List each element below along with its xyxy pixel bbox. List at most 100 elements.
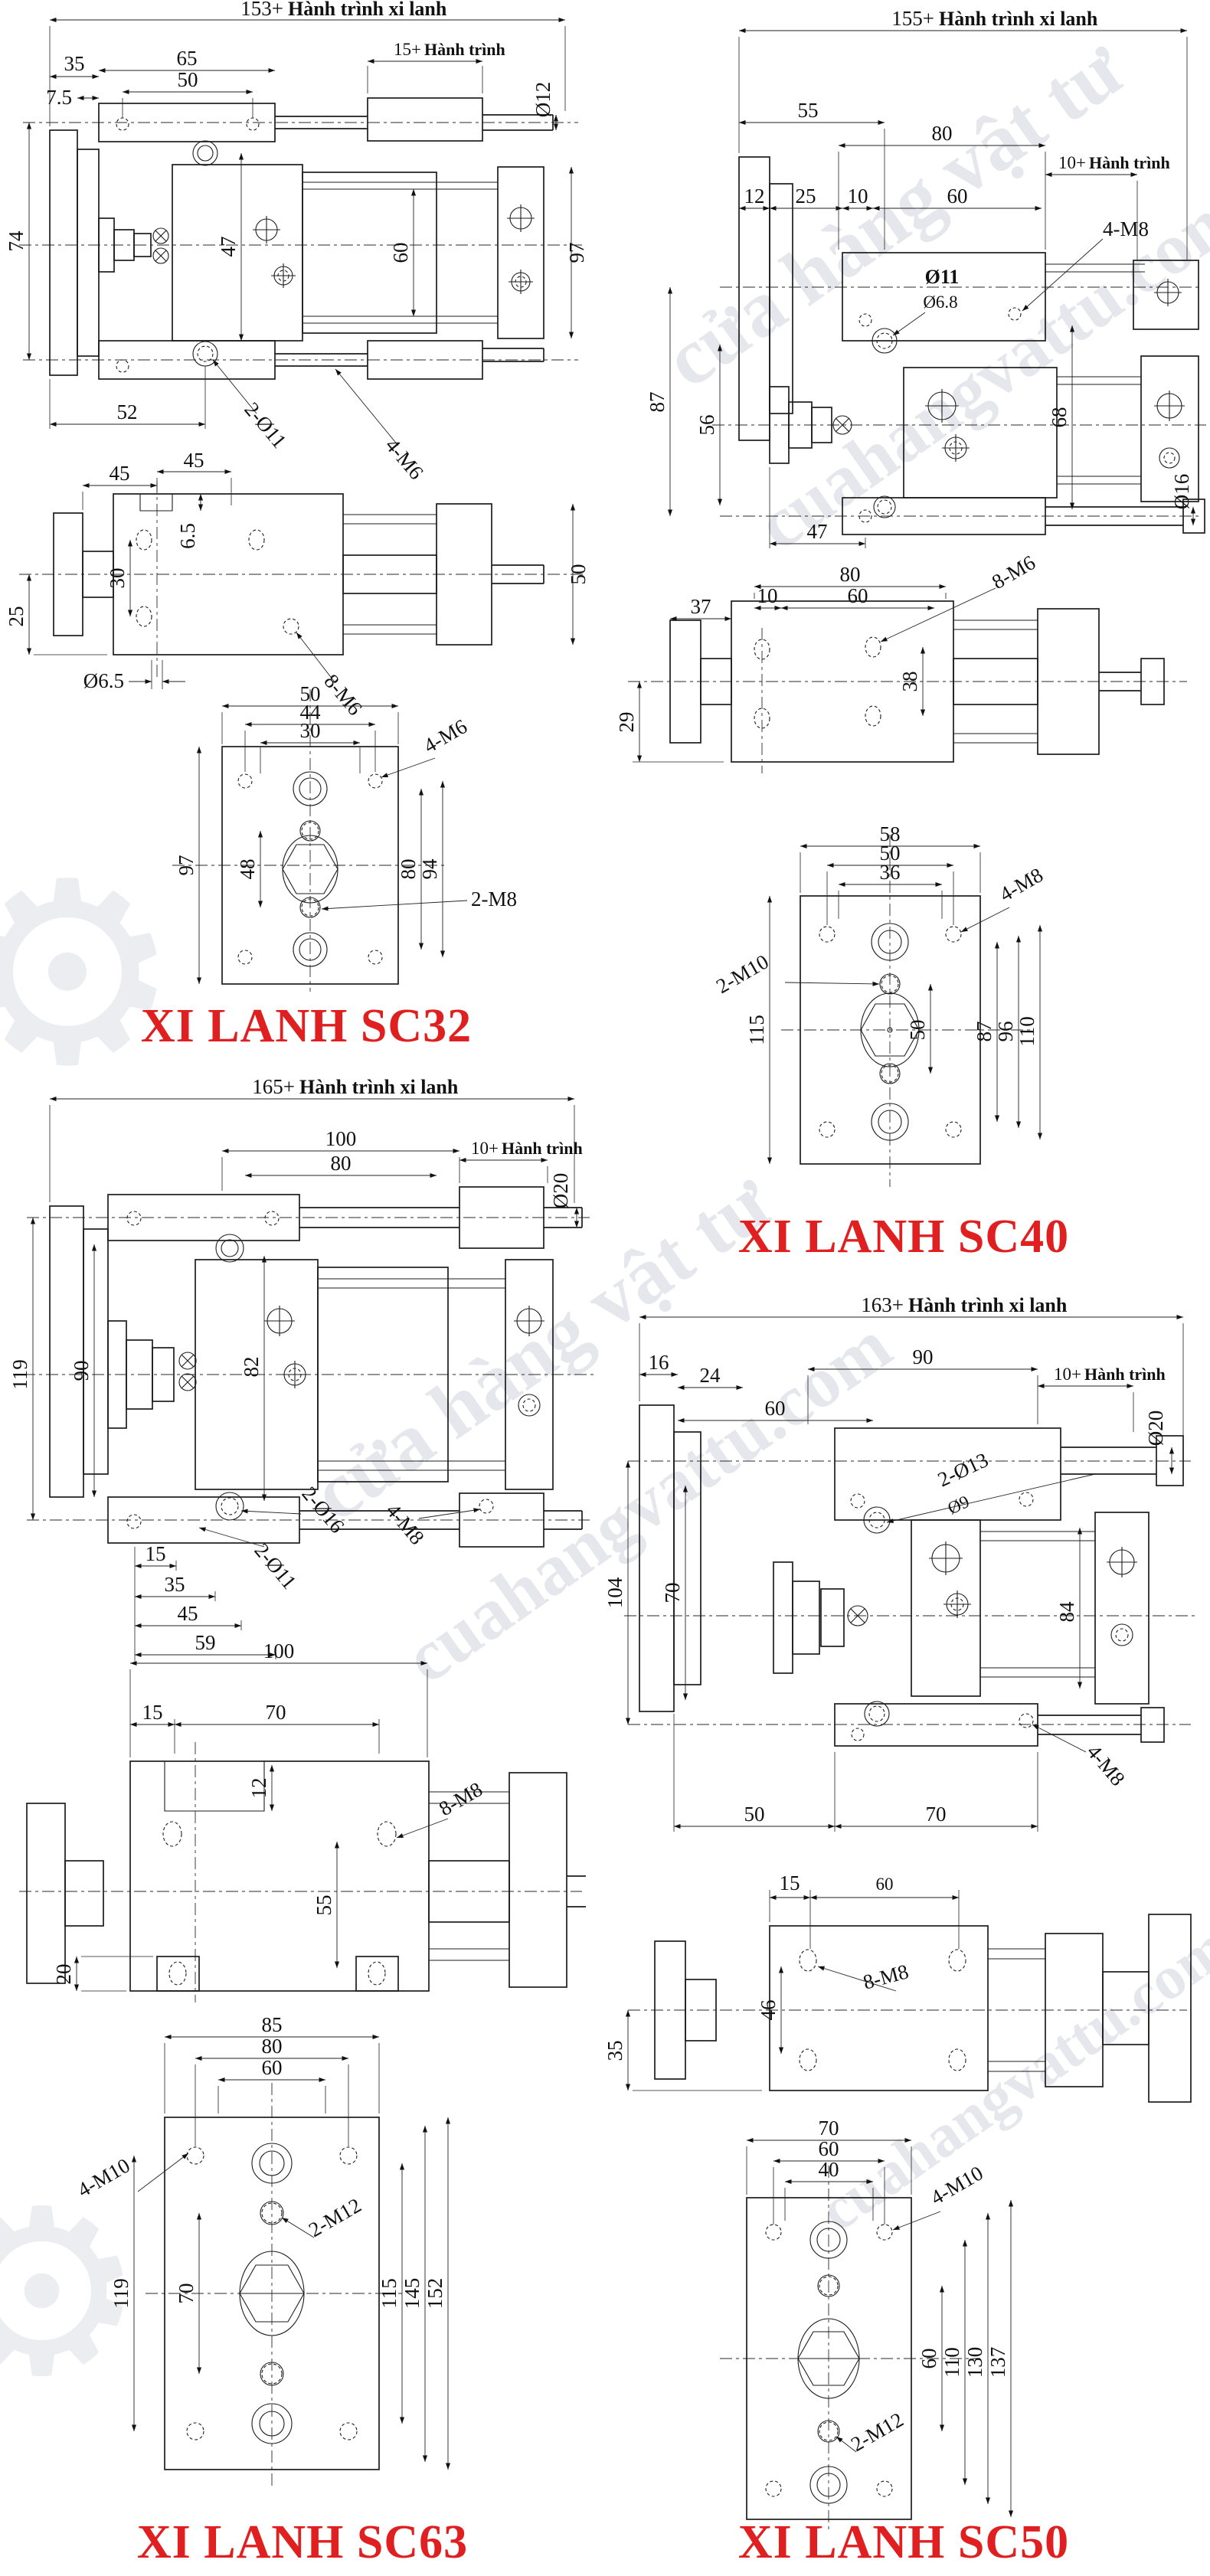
dim-label: 55	[798, 99, 819, 122]
dim-label: 119	[110, 2278, 132, 2309]
dim-label: 4-M6	[420, 714, 471, 757]
sc32-title: XI LANH SC32	[140, 1000, 473, 1052]
dim-label: 52	[117, 400, 138, 423]
dim-label: 10	[848, 185, 868, 208]
dim-label: 84	[1055, 1601, 1078, 1623]
sc32-main-view: 153+ Hành trình xi lanh 35 7.5 65 50 15+…	[5, 0, 588, 484]
dim-label: 165+	[252, 1075, 295, 1098]
dim-label: 50	[178, 68, 198, 91]
sc32-main-geometry	[19, 97, 582, 380]
dim-label: 70	[819, 2117, 839, 2140]
sc40-side-dimensions: 37 80 10 60 8-M6 38 29	[615, 551, 1039, 763]
dim-label: 115	[378, 2278, 401, 2309]
dim-label: 50	[744, 1803, 765, 1826]
dim-label: 60	[262, 2056, 283, 2079]
dim-label: 65	[177, 47, 198, 70]
dim-label: 24	[700, 1364, 721, 1387]
dim-label: 110	[1015, 1016, 1038, 1047]
dim-label: 8-M8	[435, 1777, 486, 1820]
dim-label: 2-M10	[712, 950, 773, 998]
dim-label: 80	[331, 1152, 352, 1175]
dim-label: 2-M8	[471, 888, 517, 910]
dim-label: 87	[646, 392, 669, 413]
dim-label: 137	[986, 2347, 1009, 2378]
sc40-side-view: 37 80 10 60 8-M6 38 29	[615, 551, 1187, 773]
dim-label: 85	[262, 2013, 283, 2036]
dim-label: 8-M8	[861, 1960, 911, 1994]
dim-label: 10+	[1058, 153, 1086, 172]
sc40-flange-dimensions: 58 50 36 4-M8 2-M10 115 50 87 96 110	[712, 822, 1047, 1165]
sc32-side-view: 45 45 6.5 30 25 Ø6.5 8-M6 50	[5, 449, 590, 720]
dim-label: 115	[745, 1015, 768, 1045]
dim-label: 55	[312, 1895, 335, 1916]
dim-label: 60	[389, 243, 412, 263]
sc50-flange-geometry	[720, 2166, 980, 2531]
dim-label: 4-M10	[74, 2153, 134, 2202]
dim-label: 4-M8	[996, 863, 1047, 906]
dim-label: 30	[300, 719, 321, 742]
dim-label: 4-M8	[1082, 1741, 1130, 1790]
dim-label: 20	[52, 1964, 75, 1985]
dim-label: Hành trình xi lanh	[299, 1076, 459, 1098]
dim-label: Hành trình xi lanh	[288, 0, 447, 20]
dim-label: 80	[932, 122, 953, 145]
dim-label: 152	[424, 2278, 446, 2310]
dim-label: 40	[819, 2158, 839, 2181]
dim-label: 2-M12	[305, 2193, 365, 2241]
sc50-main-geometry	[624, 1404, 1195, 1747]
dim-label: 25	[5, 606, 28, 627]
dim-label: 70	[926, 1803, 947, 1826]
sc63-side-dimensions: 100 15 70 12 8-M8 55 20	[52, 1639, 486, 1992]
dim-label: 12	[247, 1778, 270, 1799]
dim-label: 60	[917, 2349, 940, 2369]
dim-label: 35	[603, 2041, 626, 2061]
dim-label: 104	[603, 1577, 626, 1608]
dim-label: 30	[106, 568, 129, 589]
dim-label: Hành trình	[424, 40, 505, 59]
dim-label: 110	[940, 2347, 963, 2378]
sc50-side-geometry	[628, 1914, 1192, 2103]
dim-label: 15	[780, 1872, 800, 1894]
dim-label: 50	[300, 682, 321, 705]
sc63-main-dimensions: 165+ Hành trình xi lanh 100 80 10+ Hành …	[8, 1075, 583, 1661]
dim-label: Hành trình xi lanh	[908, 1294, 1068, 1316]
dim-label: 15	[146, 1542, 166, 1565]
sc50-main-view: 163+ Hành trình xi lanh 16 24 90 10+ Hàn…	[603, 1293, 1195, 1832]
dim-label: 97	[175, 855, 198, 876]
dim-label: Hành trình	[1084, 1365, 1166, 1384]
sc40-flange-view: 58 50 36 4-M8 2-M10 115 50 87 96 110	[712, 822, 1047, 1187]
dim-label: 90	[913, 1345, 934, 1368]
dim-label: 74	[5, 230, 28, 252]
dim-label: 25	[796, 185, 816, 208]
sc32-flange-geometry	[172, 689, 448, 992]
dim-label: 80	[840, 563, 861, 586]
dim-label: 45	[184, 449, 204, 472]
dim-label: 45	[110, 462, 130, 485]
sc63-side-view: 100 15 70 12 8-M8 55 20	[19, 1639, 586, 2002]
dim-label: 82	[240, 1357, 263, 1378]
dim-label: 96	[994, 1022, 1017, 1042]
dim-label: Ø20	[549, 1173, 572, 1209]
dim-label: 10+	[1054, 1365, 1081, 1384]
sc50-side-view: 15 60 8-M8 46 35	[603, 1872, 1192, 2103]
dim-label: 35	[64, 52, 85, 75]
dim-label: 90	[70, 1361, 93, 1381]
dim-label: 87	[973, 1022, 996, 1042]
dim-label: 50	[880, 842, 901, 865]
sc63-flange-view: 85 80 60 4-M10 2-M12 119 70 115 145 152	[74, 2013, 451, 2487]
dim-label: 145	[401, 2278, 424, 2310]
dim-label: Ø16	[1170, 474, 1193, 510]
sc32-main-dimensions: 153+ Hành trình xi lanh 35 7.5 65 50 15+…	[5, 0, 588, 484]
sc50-flange-view: 70 60 40 4-M10 2-M12 60 110 130 137	[720, 2117, 1014, 2531]
dim-label: Ø6.8	[923, 293, 957, 312]
sc40-main-dimensions: 155+ Hành trình xi lanh 55 80 10+ Hành t…	[646, 7, 1196, 548]
dim-label: Ø6.5	[83, 669, 124, 692]
sc63-side-geometry	[19, 1742, 586, 2002]
sc50-flange-dimensions: 70 60 40 4-M10 2-M12 60 110 130 137	[746, 2117, 1014, 2518]
dim-label: Ø12	[531, 82, 554, 118]
dim-label: 48	[236, 859, 259, 880]
dim-label: 153+	[240, 0, 283, 20]
sc63-flange-geometry	[146, 2083, 402, 2487]
dim-label: Ø20	[1144, 1411, 1167, 1447]
sc63-main-view: 165+ Hành trình xi lanh 100 80 10+ Hành …	[8, 1075, 594, 1661]
